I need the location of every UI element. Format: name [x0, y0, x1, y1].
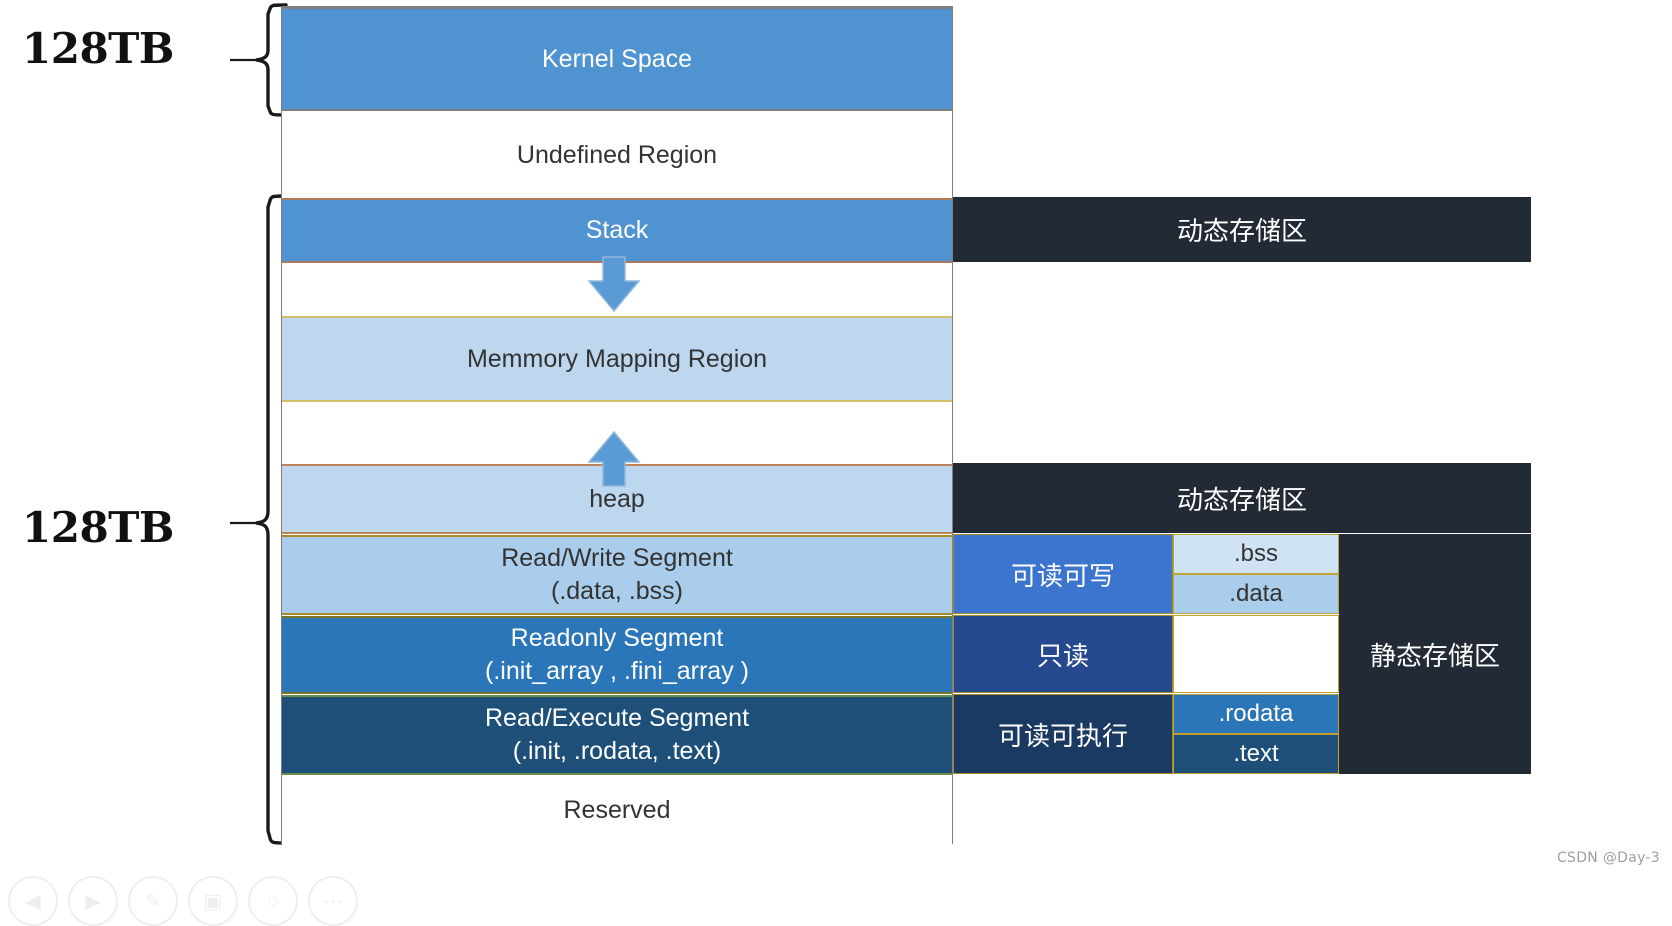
memory-block-heap-label: heap — [589, 484, 645, 513]
bottom-toolbar[interactable]: ◀ ▶ ✎ ▣ ○ ⋯ — [8, 876, 358, 926]
permission-read-execute: 可读可执行 — [953, 694, 1173, 774]
prev-icon[interactable]: ◀ — [8, 876, 58, 926]
permission-read-write: 可读可写 — [953, 534, 1173, 614]
section-text-label: .text — [1233, 740, 1279, 767]
dynamic-storage-area-top: 动态存储区 — [953, 197, 1531, 262]
memory-block-undefined-region: Undefined Region — [282, 113, 952, 197]
image-icon[interactable]: ▣ — [188, 876, 238, 926]
section-bss-label: .bss — [1233, 540, 1278, 567]
memory-block-read-write-segment: Read/Write Segment (.data, .bss) — [282, 535, 952, 615]
memory-block-undefined-region-label: Undefined Region — [516, 140, 718, 169]
static-storage-area: 静态存储区 — [1339, 534, 1531, 774]
heap-growth-up-arrow-icon — [587, 430, 641, 487]
zoom-icon[interactable]: ○ — [248, 876, 298, 926]
section-rodata-label: .rodata — [1218, 700, 1294, 727]
permission-read-only: 只读 — [953, 615, 1173, 693]
memory-block-read-execute-segment-sublabel: (.init, .rodata, .text) — [512, 737, 722, 765]
memory-block-readonly-segment: Readonly Segment (.init_array , .fini_arr… — [282, 616, 952, 694]
memory-block-read-write-segment-label: Read/Write Segment — [501, 544, 733, 572]
permission-read-only-label: 只读 — [1036, 640, 1089, 671]
memory-block-read-write-segment-sublabel: (.data, .bss) — [551, 577, 683, 605]
section-data-label: .data — [1229, 580, 1283, 607]
memory-block-read-execute-segment: Read/Execute Segment (.init, .rodata, .te… — [282, 695, 952, 775]
brace-label-bottom: 128TB — [22, 503, 174, 552]
static-storage-area-label: 静态存储区 — [1369, 640, 1500, 671]
memory-block-stack-label: Stack — [585, 216, 649, 244]
section-text: .text — [1173, 734, 1339, 774]
memory-block-kernel-space: Kernel Space — [282, 7, 952, 111]
permission-read-write-label: 可读可写 — [1010, 560, 1115, 591]
brace-label-top: 128TB — [22, 24, 174, 73]
watermark-text: CSDN @Day-3 — [1556, 850, 1660, 866]
section-data: .data — [1173, 574, 1339, 614]
stack-growth-down-arrow-icon — [587, 256, 641, 313]
dynamic-storage-area-bottom: 动态存储区 — [953, 463, 1531, 533]
section-bss: .bss — [1173, 534, 1339, 574]
permission-read-execute-label: 可读可执行 — [997, 720, 1128, 751]
memory-block-reserved-label: Reserved — [563, 796, 671, 824]
dynamic-storage-area-bottom-label: 动态存储区 — [1176, 484, 1307, 515]
more-icon[interactable]: ⋯ — [308, 876, 358, 926]
brace-top-icon — [230, 3, 288, 117]
memory-block-reserved: Reserved — [282, 776, 952, 845]
section-gap — [1173, 615, 1339, 693]
memory-block-readonly-segment-label: Readonly Segment — [510, 624, 724, 652]
dynamic-storage-area-top-label: 动态存储区 — [1176, 216, 1307, 246]
memory-block-memory-mapping-label: Memmory Mapping Region — [466, 344, 768, 373]
brace-bottom-icon — [230, 194, 288, 845]
memory-block-memory-mapping: Memmory Mapping Region — [282, 316, 952, 402]
memory-block-stack: Stack — [282, 198, 952, 263]
memory-block-readonly-segment-sublabel: (.init_array , .fini_array ) — [485, 657, 749, 685]
memory-block-read-execute-segment-label: Read/Execute Segment — [484, 704, 750, 732]
next-icon[interactable]: ▶ — [68, 876, 118, 926]
section-rodata: .rodata — [1173, 694, 1339, 734]
memory-block-kernel-space-label: Kernel Space — [541, 44, 693, 73]
pen-icon[interactable]: ✎ — [128, 876, 178, 926]
